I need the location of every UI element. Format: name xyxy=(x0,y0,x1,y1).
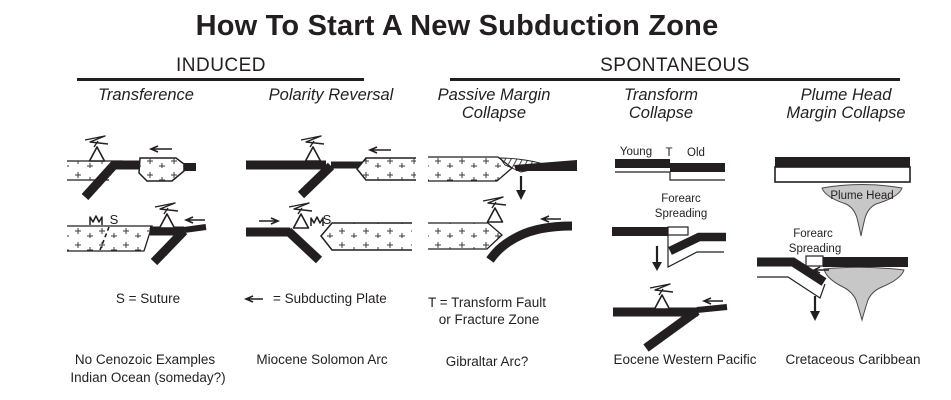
oceanic-plate xyxy=(775,157,910,167)
column-title-plume-head-2: Margin Collapse xyxy=(786,104,906,122)
volcano-icon xyxy=(154,202,179,229)
column-title-transference: Transference xyxy=(98,86,194,104)
polarity-reversal-initial-diagram xyxy=(246,135,416,199)
transform-fault-label: T xyxy=(665,147,672,159)
plate-motion-arrow-left-icon xyxy=(148,145,172,153)
passive-margin-initial-diagram xyxy=(428,156,577,200)
slab-underside-outline xyxy=(757,276,826,299)
terrane-outline xyxy=(320,222,412,251)
transference-initial-diagram xyxy=(67,135,196,201)
column-title-passive-margin-1: Passive Margin xyxy=(437,86,551,104)
continent-outline xyxy=(67,225,153,252)
example-polarity-reversal: Miocene Solomon Arc xyxy=(256,352,388,367)
legend-suture: S = Suture xyxy=(115,291,181,306)
example-plume-head: Cretaceous Caribbean xyxy=(785,352,921,367)
legend-transform-1: T = Transform Fault xyxy=(428,295,546,310)
continent-block xyxy=(428,157,512,181)
volcano-icon xyxy=(288,202,313,229)
forearc-spreading-box xyxy=(667,226,689,236)
plume-head-blob xyxy=(823,266,905,322)
suture-label: S xyxy=(110,212,119,227)
subducting-slab xyxy=(486,221,573,263)
subducting-slab xyxy=(643,307,700,352)
column-title-passive-margin-2: Collapse xyxy=(461,104,527,122)
slab-underside-outline xyxy=(667,235,724,268)
plume-head-label: Plume Head xyxy=(830,190,893,202)
legend-transform-2: or Fracture Zone xyxy=(438,312,540,327)
old-lithosphere-base xyxy=(669,172,725,181)
continent-block xyxy=(67,226,152,251)
volcano-icon xyxy=(482,196,507,223)
forearc-spreading-label-1: Forearc xyxy=(661,193,701,205)
transform-collapse-stage3 xyxy=(613,283,728,352)
incoming-plate xyxy=(696,304,728,313)
collapse-arrow-down-icon xyxy=(516,190,526,200)
volcano-icon xyxy=(84,135,109,162)
plume-head-blob xyxy=(821,184,903,237)
terrane-fill xyxy=(357,158,416,180)
transform-collapse-stage2: Forearc Spreading xyxy=(612,193,726,271)
sink-arrow-down-icon xyxy=(810,311,820,321)
incoming-plate xyxy=(183,224,207,233)
plume-head-stage1: Plume Head xyxy=(774,157,911,237)
plate-motion-arrow-right-icon xyxy=(259,217,281,225)
volcano-icon xyxy=(649,283,674,310)
page-title: How To Start A New Subduction Zone xyxy=(195,10,719,42)
arrow-left-icon xyxy=(243,295,263,303)
column-title-plume-head-1: Plume Head xyxy=(800,86,892,104)
column-title-transform-1: Transform xyxy=(624,86,698,104)
group-header-spontaneous: SPONTANEOUS xyxy=(600,55,750,76)
subducting-slab xyxy=(150,227,188,266)
column-title-transform-2: Collapse xyxy=(628,104,694,122)
forearc-spreading-label-2: Spreading xyxy=(655,208,707,220)
forearc-spreading-label-2: Spreading xyxy=(789,243,841,255)
plate-motion-arrow-left-icon xyxy=(539,215,561,223)
legend-subducting-plate: = Subducting Plate xyxy=(273,291,387,306)
forearc-spreading-label-1: Forearc xyxy=(793,228,833,240)
mountains-icon xyxy=(89,215,103,226)
terrane-fill xyxy=(139,158,184,181)
subducting-slab xyxy=(297,162,335,199)
legend-subducting-arrow xyxy=(243,295,263,303)
volcano-icon xyxy=(300,135,325,162)
collapsing-margin-plate xyxy=(757,257,827,286)
continent-block xyxy=(428,223,502,249)
example-passive-margin: Gibraltar Arc? xyxy=(445,354,529,369)
continent-outline xyxy=(428,222,503,250)
young-plate xyxy=(615,159,670,168)
sinking-old-plate xyxy=(668,232,726,255)
terrane-fill xyxy=(321,223,412,250)
induced-underline xyxy=(77,78,364,81)
plume-head-stage2: Forearc Spreading xyxy=(757,228,908,322)
example-transform: Eocene Western Pacific xyxy=(613,352,757,367)
spreading-arrow-left-icon xyxy=(812,266,829,274)
spontaneous-underline xyxy=(450,78,900,81)
terrane-outline xyxy=(356,157,416,181)
column-title-polarity-reversal: Polarity Reversal xyxy=(268,86,394,104)
old-plate xyxy=(670,163,725,172)
example-transference-1: No Cenozoic Examples xyxy=(74,352,216,367)
passive-margin-final-diagram xyxy=(428,196,573,263)
transform-collapse-stage1: Young T Old xyxy=(615,146,725,181)
overriding-plate xyxy=(823,257,908,267)
young-plate xyxy=(612,227,668,236)
transference-final-diagram: S xyxy=(67,202,207,266)
plate-motion-arrow-left-icon xyxy=(701,297,723,305)
polarity-reversal-final-diagram: S xyxy=(246,202,412,264)
forearc-spreading-box xyxy=(805,255,824,267)
lithosphere-layer xyxy=(774,166,911,183)
reversed-slab xyxy=(284,227,323,264)
plate-motion-arrow-left-icon xyxy=(183,216,205,224)
oceanic-plate xyxy=(514,160,577,171)
sink-arrow-down-icon xyxy=(652,262,662,271)
young-plate-label: Young xyxy=(620,146,652,158)
subducting-slab xyxy=(81,160,142,201)
suture-label: S xyxy=(323,212,332,227)
old-plate-label: Old xyxy=(687,147,705,159)
example-transference-2: Indian Ocean (someday?) xyxy=(70,370,226,385)
plate-motion-arrow-left-icon xyxy=(367,146,391,154)
group-header-induced: INDUCED xyxy=(175,55,267,76)
mountains-icon xyxy=(310,216,324,227)
